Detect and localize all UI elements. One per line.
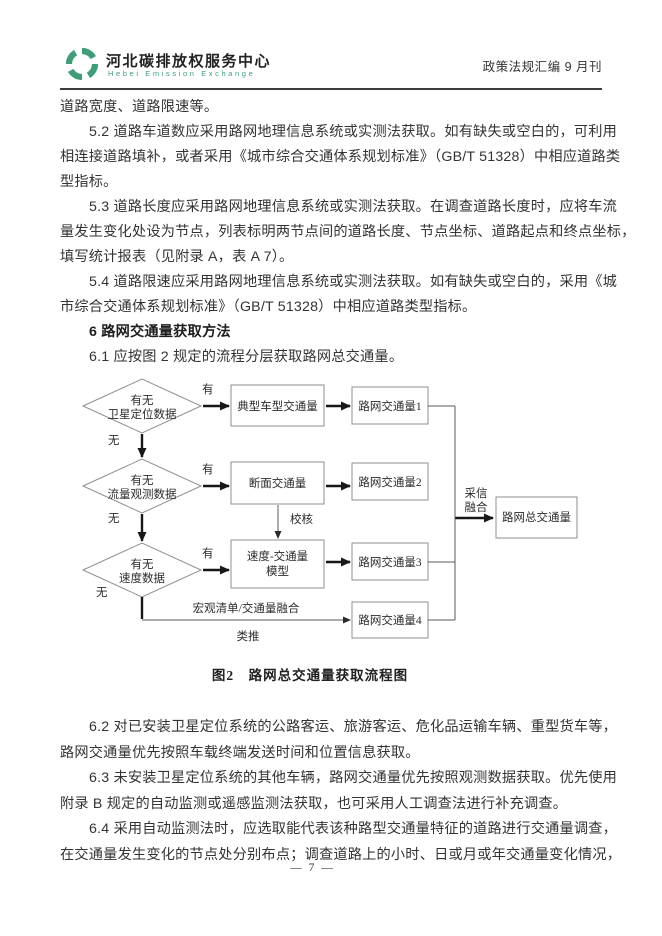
decision-speed-data: 有无 速度数据 [81,542,203,598]
paragraph-line: 6.3 未安装卫星定位系统的其他车辆，路网交通量优先按照观测数据获取。优先使用 [89,770,618,786]
decision-satellite-line2: 卫星定位数据 [108,407,177,421]
paragraph-line: 填写统计报表（见附录 A，表 A 7）。 [60,249,294,265]
header-divider [60,88,602,90]
final-box-label: 路网总交通量 [502,510,571,524]
label-no-3: 无 [96,587,108,599]
flow-arrows-thick [137,401,494,619]
paragraph-line: 在交通量发生变化的节点处分别布点；调查道路上的小时、日或月或年交通量变化情况， [60,846,622,863]
paragraph-line: 相连接道路填补，或者采用《城市综合交通体系规划标准》（GB/T 51328）中相… [60,149,621,165]
decision-satellite-data: 有无 卫星定位数据 [81,378,203,434]
paragraph-line: 路网交通量优先按照车载终端发送时间和位置信息获取。 [60,744,420,761]
process-cross-section-traffic: 断面交通量 [230,461,325,505]
brand-name: 河北碳排放权服务中心 [106,53,272,70]
result-network-traffic-1: 路网交通量1 [351,386,429,425]
process-speed-model-line1: 速度-交通量 [247,549,308,563]
figure-caption: 图2 路网总交通量获取流程图 [211,668,409,683]
decision-satellite-line1: 有无 [131,393,154,407]
decision-flow-line2: 流量观测数据 [108,487,177,501]
decision-speed-line1: 有无 [131,557,154,571]
paragraph-line: 量发生变化处设为节点，列表标明两节点间的道路长度、节点坐标、道路起点和终点坐标， [60,224,636,240]
paragraph-line: 5.4 道路限速应采用路网地理信息系统或实测法获取。如有缺失或空白的，采用《城 [89,274,618,290]
label-macro-fusion: 宏观清单/交通量融合 [193,601,300,615]
label-no-1: 无 [108,435,120,447]
brand-subtitle: Hebei Emission Exchange [108,69,256,78]
flow-connectors-thin [142,405,456,624]
flowchart-figure: 有无 卫星定位数据 有无 流量观测数据 有无 速度数据 典型车型交通量 断面交通… [0,368,662,660]
paragraph-line: 5.2 道路车道数应采用路网地理信息系统或实测法获取。如有缺失或空白的，可利用 [89,124,618,140]
process-typical-vehicle-label: 典型车型交通量 [237,399,318,413]
issue-title: 政策法规汇编 9 月刊 [482,60,602,74]
label-check: 校核 [290,512,313,526]
brand-logo-icon [65,47,99,81]
paragraph-line: 6.2 对已安装卫星定位系统的公路客运、旅游客运、危化品运输车辆、重型货车等， [89,719,618,735]
process-speed-traffic-model: 速度-交通量 模型 [230,539,325,589]
label-adopt-line2: 融合 [465,500,488,514]
process-speed-model-line2: 模型 [266,564,289,578]
paragraph-line: 6.1 应按图 2 规定的流程分层获取路网总交通量。 [89,349,404,365]
result-2-label: 路网交通量2 [358,475,421,489]
paragraph-line: 附录 B 规定的自动监测或遥感监测法获取，也可采用人工调查法进行补充调查。 [60,795,568,812]
label-no-2: 无 [108,513,120,525]
label-adopt-line1: 采信 [465,487,488,500]
label-yes-3: 有 [202,546,214,560]
result-network-traffic-3: 路网交通量3 [351,542,429,581]
decision-flow-observation-data: 有无 流量观测数据 [81,458,203,514]
decision-speed-line2: 速度数据 [119,571,165,585]
paragraph-line: 5.3 道路长度应采用路网地理信息系统或实测法获取。在调查道路长度时，应将车流 [89,199,618,215]
decision-flow-line1: 有无 [131,473,154,487]
result-network-traffic-2: 路网交通量2 [351,462,429,501]
result-3-label: 路网交通量3 [358,555,421,569]
paragraph-line: 6.4 采用自动监测法时，应选取能代表该种路型交通量特征的道路进行交通量调查， [89,821,618,837]
body-text-top: 道路宽度、道路限速等。 5.2 道路车道数应采用路网地理信息系统或实测法获取。如… [60,95,636,370]
result-1-label: 路网交通量1 [358,399,421,413]
page-number: — 7 — [290,862,335,874]
result-4-label: 路网交通量4 [358,613,421,627]
process-typical-vehicle-traffic: 典型车型交通量 [230,384,325,427]
body-text-bottom: 6.2 对已安装卫星定位系统的公路客运、旅游客运、危化品运输车辆、重型货车等， … [60,715,622,868]
label-yes-1: 有 [202,382,214,396]
result-network-traffic-4: 路网交通量4 [351,601,429,639]
label-yes-2: 有 [202,462,214,476]
page-header: 河北碳排放权服务中心 Hebei Emission Exchange 政策法规汇… [60,42,602,88]
process-cross-section-label: 断面交通量 [249,476,307,490]
paragraph-line: 市综合交通体系规划标准》（GB/T 51328）中相应道路类型指标。 [60,299,477,315]
section-heading: 6 路网交通量获取方法 [89,324,231,340]
paragraph-line: 型指标。 [60,174,118,190]
final-total-network-traffic: 路网总交通量 [495,496,578,539]
label-analogy: 类推 [237,629,260,643]
paragraph-line: 道路宽度、道路限速等。 [60,99,219,115]
